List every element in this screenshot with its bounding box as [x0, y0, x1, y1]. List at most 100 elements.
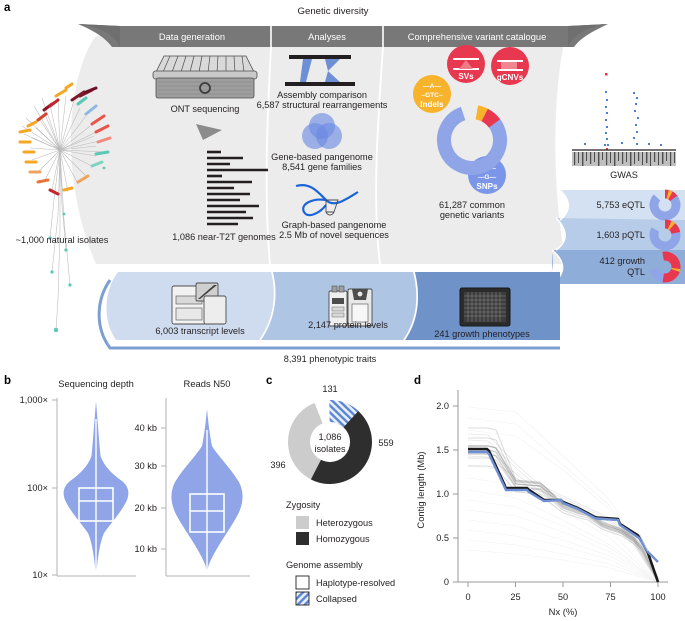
legend-title-zygosity: Zygosity: [286, 500, 321, 510]
panel-a-schematic: Data generation Analyses Comprehensive v…: [16, 6, 685, 364]
chip-gcnvs: gCNVs: [491, 47, 529, 85]
violin-tick-depth-1000: 1,000×: [20, 395, 48, 405]
banner-label-variant-catalogue: Comprehensive variant catalogue: [408, 32, 547, 42]
violin-box-depth: [78, 419, 114, 575]
chip-indels: —A— –GTC– Indels: [413, 75, 451, 113]
variant-donut-caption-2: genetic variants: [440, 210, 505, 220]
microplate-icon: [459, 287, 511, 327]
panel-c-donut: 1,086 isolates 131 559 396 Zygosity Hete…: [262, 370, 410, 621]
nx-ytick-15: 1.5: [436, 445, 449, 455]
gene-pangenome-subtitle: 8,541 gene families: [282, 162, 362, 172]
violin-tick-depth-10: 10×: [32, 570, 48, 580]
violin-tick-n50-40: 40 kb: [135, 423, 157, 433]
panel-d-nx-curve: 0 0.5 1.0 1.5 2.0 0 25 50 75 100 Nx (%) …: [410, 370, 685, 621]
nx-ytick-0: 0: [444, 577, 449, 587]
nx-xtick-0: 0: [465, 592, 470, 602]
qtl-label-pqtl: 1,603 pQTL: [596, 230, 645, 240]
panel-letter-c: c: [266, 375, 273, 387]
nx-median-highlight: [506, 485, 649, 552]
chip-indels-label: Indels: [420, 100, 444, 109]
gwas-caption: GWAS: [610, 170, 638, 180]
variant-donut: [437, 105, 507, 175]
violin-axis-depth: 1,000× 100× 10×: [20, 395, 136, 580]
chip-svs: SVs: [447, 45, 485, 83]
assembly-comparison-subtitle: 6,587 structural rearrangements: [257, 100, 388, 110]
manhattan-plot-icon: [572, 73, 676, 166]
nx-axes: 0 0.5 1.0 1.5 2.0 0 25 50 75 100 Nx (%) …: [415, 390, 668, 617]
legend-swatch-homozygous: [296, 532, 309, 545]
nx-xtick-100: 100: [650, 592, 665, 602]
mass-spectrometer-icon: [328, 285, 373, 327]
legend-label-homozygous: Homozygous: [316, 534, 370, 544]
nx-xtick-75: 75: [605, 592, 615, 602]
banner-label-data-generation: Data generation: [159, 32, 225, 42]
tree-caption: ~1,000 natural isolates: [16, 235, 109, 245]
nx-ytick-10: 1.0: [436, 489, 449, 499]
donut-slice-collapsed: [288, 400, 372, 484]
isolate-donut: 1,086 isolates: [288, 400, 372, 484]
legend-label-collapsed: Collapsed: [316, 594, 357, 604]
donut-value-heterozygous: 396: [270, 460, 285, 470]
panel-letter-a: a: [4, 2, 11, 14]
chip-snps-label: SNPs: [476, 182, 498, 191]
panel-letter-d: d: [414, 375, 422, 387]
legend-swatch-collapsed: [295, 591, 310, 606]
nx-ytick-05: 0.5: [436, 533, 449, 543]
pheno-label-growth: 241 growth phenotypes: [434, 329, 530, 339]
read-pileup-icon: [207, 150, 268, 226]
sequencer-caption: ONT sequencing: [171, 104, 240, 114]
chip-snps-bottom-base: —G—: [478, 174, 497, 181]
violin-tick-n50-10: 10 kb: [135, 544, 157, 554]
chip-indels-bases: –GTC–: [421, 92, 443, 99]
violin-tick-n50-30: 30 kb: [135, 461, 157, 471]
graph-pangenome-subtitle: 2.5 Mb of novel sequences: [279, 230, 389, 240]
nx-xlabel: Nx (%): [549, 606, 578, 617]
violin-axis-n50: 40 kb 30 kb 20 kb 10 kb: [135, 398, 250, 577]
qtl-label-growthqtl-1: 412 growth: [600, 256, 645, 266]
wing-r2: [568, 24, 608, 47]
phylogenetic-tree-icon: [18, 82, 112, 333]
venn-diagram-icon: [302, 113, 342, 149]
violin-title-depth: Sequencing depth: [58, 378, 134, 389]
nx-xtick-50: 50: [558, 592, 568, 602]
synteny-dotplot-icon: [285, 55, 355, 86]
donut-value-homozygous: 559: [378, 438, 393, 448]
graph-pangenome-title: Graph-based pangenome: [282, 220, 387, 230]
ont-sequencer-icon: [152, 55, 258, 99]
qtl-donut-pqtl: [649, 219, 681, 251]
violin-tick-n50-20: 20 kb: [135, 503, 157, 513]
pheno-label-protein: 2,147 protein levels: [308, 320, 388, 330]
legend-label-haplotype-resolved: Haplotype-resolved: [316, 578, 395, 588]
variant-donut-caption-1: 61,287 common: [439, 200, 505, 210]
qtl-ribbon-growthqtl: [552, 250, 685, 284]
panel-b-violin-plots: Sequencing depth 1,000× 100× 10× Reads N…: [0, 370, 262, 621]
violin-box-n50: [189, 430, 225, 573]
violin-tick-depth-100: 100×: [27, 483, 48, 493]
pheno-label-transcript: 6,003 transcript levels: [155, 326, 245, 336]
qtl-label-eqtl: 5,753 eQTL: [596, 200, 645, 210]
nx-ytick-20: 2.0: [436, 401, 449, 411]
phenotypes-total-caption: 8,391 phenotypic traits: [284, 354, 377, 364]
banner-bar: [112, 26, 574, 47]
nx-xtick-25: 25: [510, 592, 520, 602]
chip-svs-label: SVs: [458, 72, 474, 81]
chip-gcnvs-label: gCNVs: [497, 73, 524, 82]
legend-swatch-heterozygous: [296, 516, 309, 529]
nx-background-curves: [467, 406, 659, 583]
genomes-caption: 1,086 near-T2T genomes: [172, 232, 276, 242]
sequencer-machine-icon: [171, 282, 227, 325]
legend-title-assembly: Genome assembly: [286, 560, 363, 570]
nx-ylabel: Contig length (Mb): [415, 451, 426, 528]
qtl-label-growthqtl-2: QTL: [627, 267, 645, 277]
legend-label-heterozygous: Heterozygous: [316, 518, 373, 528]
play-arrow-icon: [196, 124, 222, 140]
legend-swatch-haplotype-resolved: [295, 575, 310, 590]
donut-center-line2: isolates: [314, 444, 346, 454]
panel-letter-b: b: [4, 375, 12, 387]
donut-center-line1: 1,086: [319, 432, 342, 442]
gene-pangenome-title: Gene-based pangenome: [271, 152, 373, 162]
violin-title-n50: Reads N50: [184, 378, 231, 389]
panel-a-title: Genetic diversity: [298, 6, 369, 17]
chip-indels-top-base: —A—: [423, 83, 441, 90]
donut-value-collapsed: 131: [322, 384, 337, 394]
